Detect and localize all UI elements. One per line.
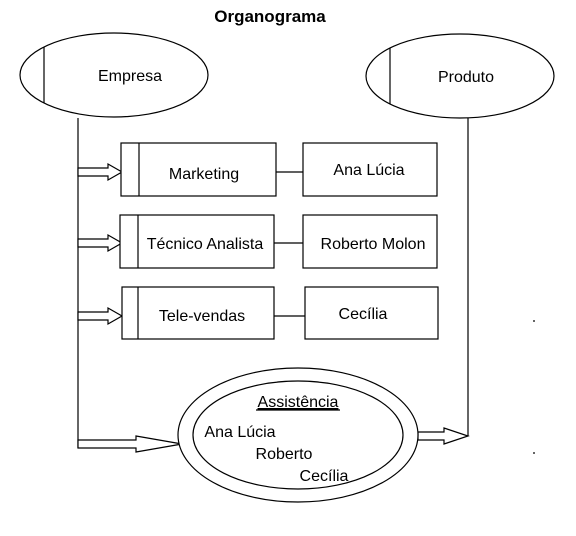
dept-row-televendas: Tele-vendas Cecília (121, 286, 439, 340)
assistencia-inner-ellipse (192, 380, 404, 490)
person-label-marketing: Ana Lúcia (333, 162, 404, 179)
dept-label-televendas: Tele-vendas (159, 308, 245, 325)
stray-marks (533, 320, 535, 454)
person-label-televendas: Cecília (339, 306, 388, 323)
dept-box-tecnico (119, 214, 275, 269)
diagram-title: Organograma (214, 7, 326, 26)
produto-label: Produto (438, 69, 494, 86)
person-label-tecnico: Roberto Molon (321, 236, 426, 253)
arrow-tecnico (77, 233, 124, 253)
assistencia-member: Ana Lúcia (204, 424, 275, 441)
person-box-televendas (304, 286, 439, 340)
empresa-ellipse (19, 32, 209, 118)
node-assistencia: Assistência Ana Lúcia Roberto Cecília (177, 367, 419, 503)
person-box-tecnico (302, 214, 438, 269)
arrow-produto (417, 427, 470, 445)
node-produto: Produto (365, 33, 555, 119)
empresa-label: Empresa (98, 68, 162, 85)
arrows (77, 162, 470, 453)
dept-row-tecnico: Técnico Analista Roberto Molon (119, 214, 438, 269)
assistencia-label: Assistência (258, 394, 339, 411)
dept-box-televendas (121, 286, 275, 340)
dept-row-marketing: Marketing Ana Lúcia (120, 142, 438, 197)
assistencia-member: Cecília (300, 468, 349, 485)
arrow-televendas (77, 306, 124, 326)
arrow-assistencia (77, 435, 183, 453)
arrow-marketing (77, 162, 124, 182)
dept-box-marketing (120, 142, 277, 197)
assistencia-member: Roberto (256, 446, 313, 463)
dept-label-marketing: Marketing (169, 166, 239, 183)
node-empresa: Empresa (19, 32, 209, 118)
dept-label-tecnico: Técnico Analista (147, 236, 264, 253)
person-box-marketing (302, 142, 438, 197)
produto-ellipse (365, 33, 555, 119)
